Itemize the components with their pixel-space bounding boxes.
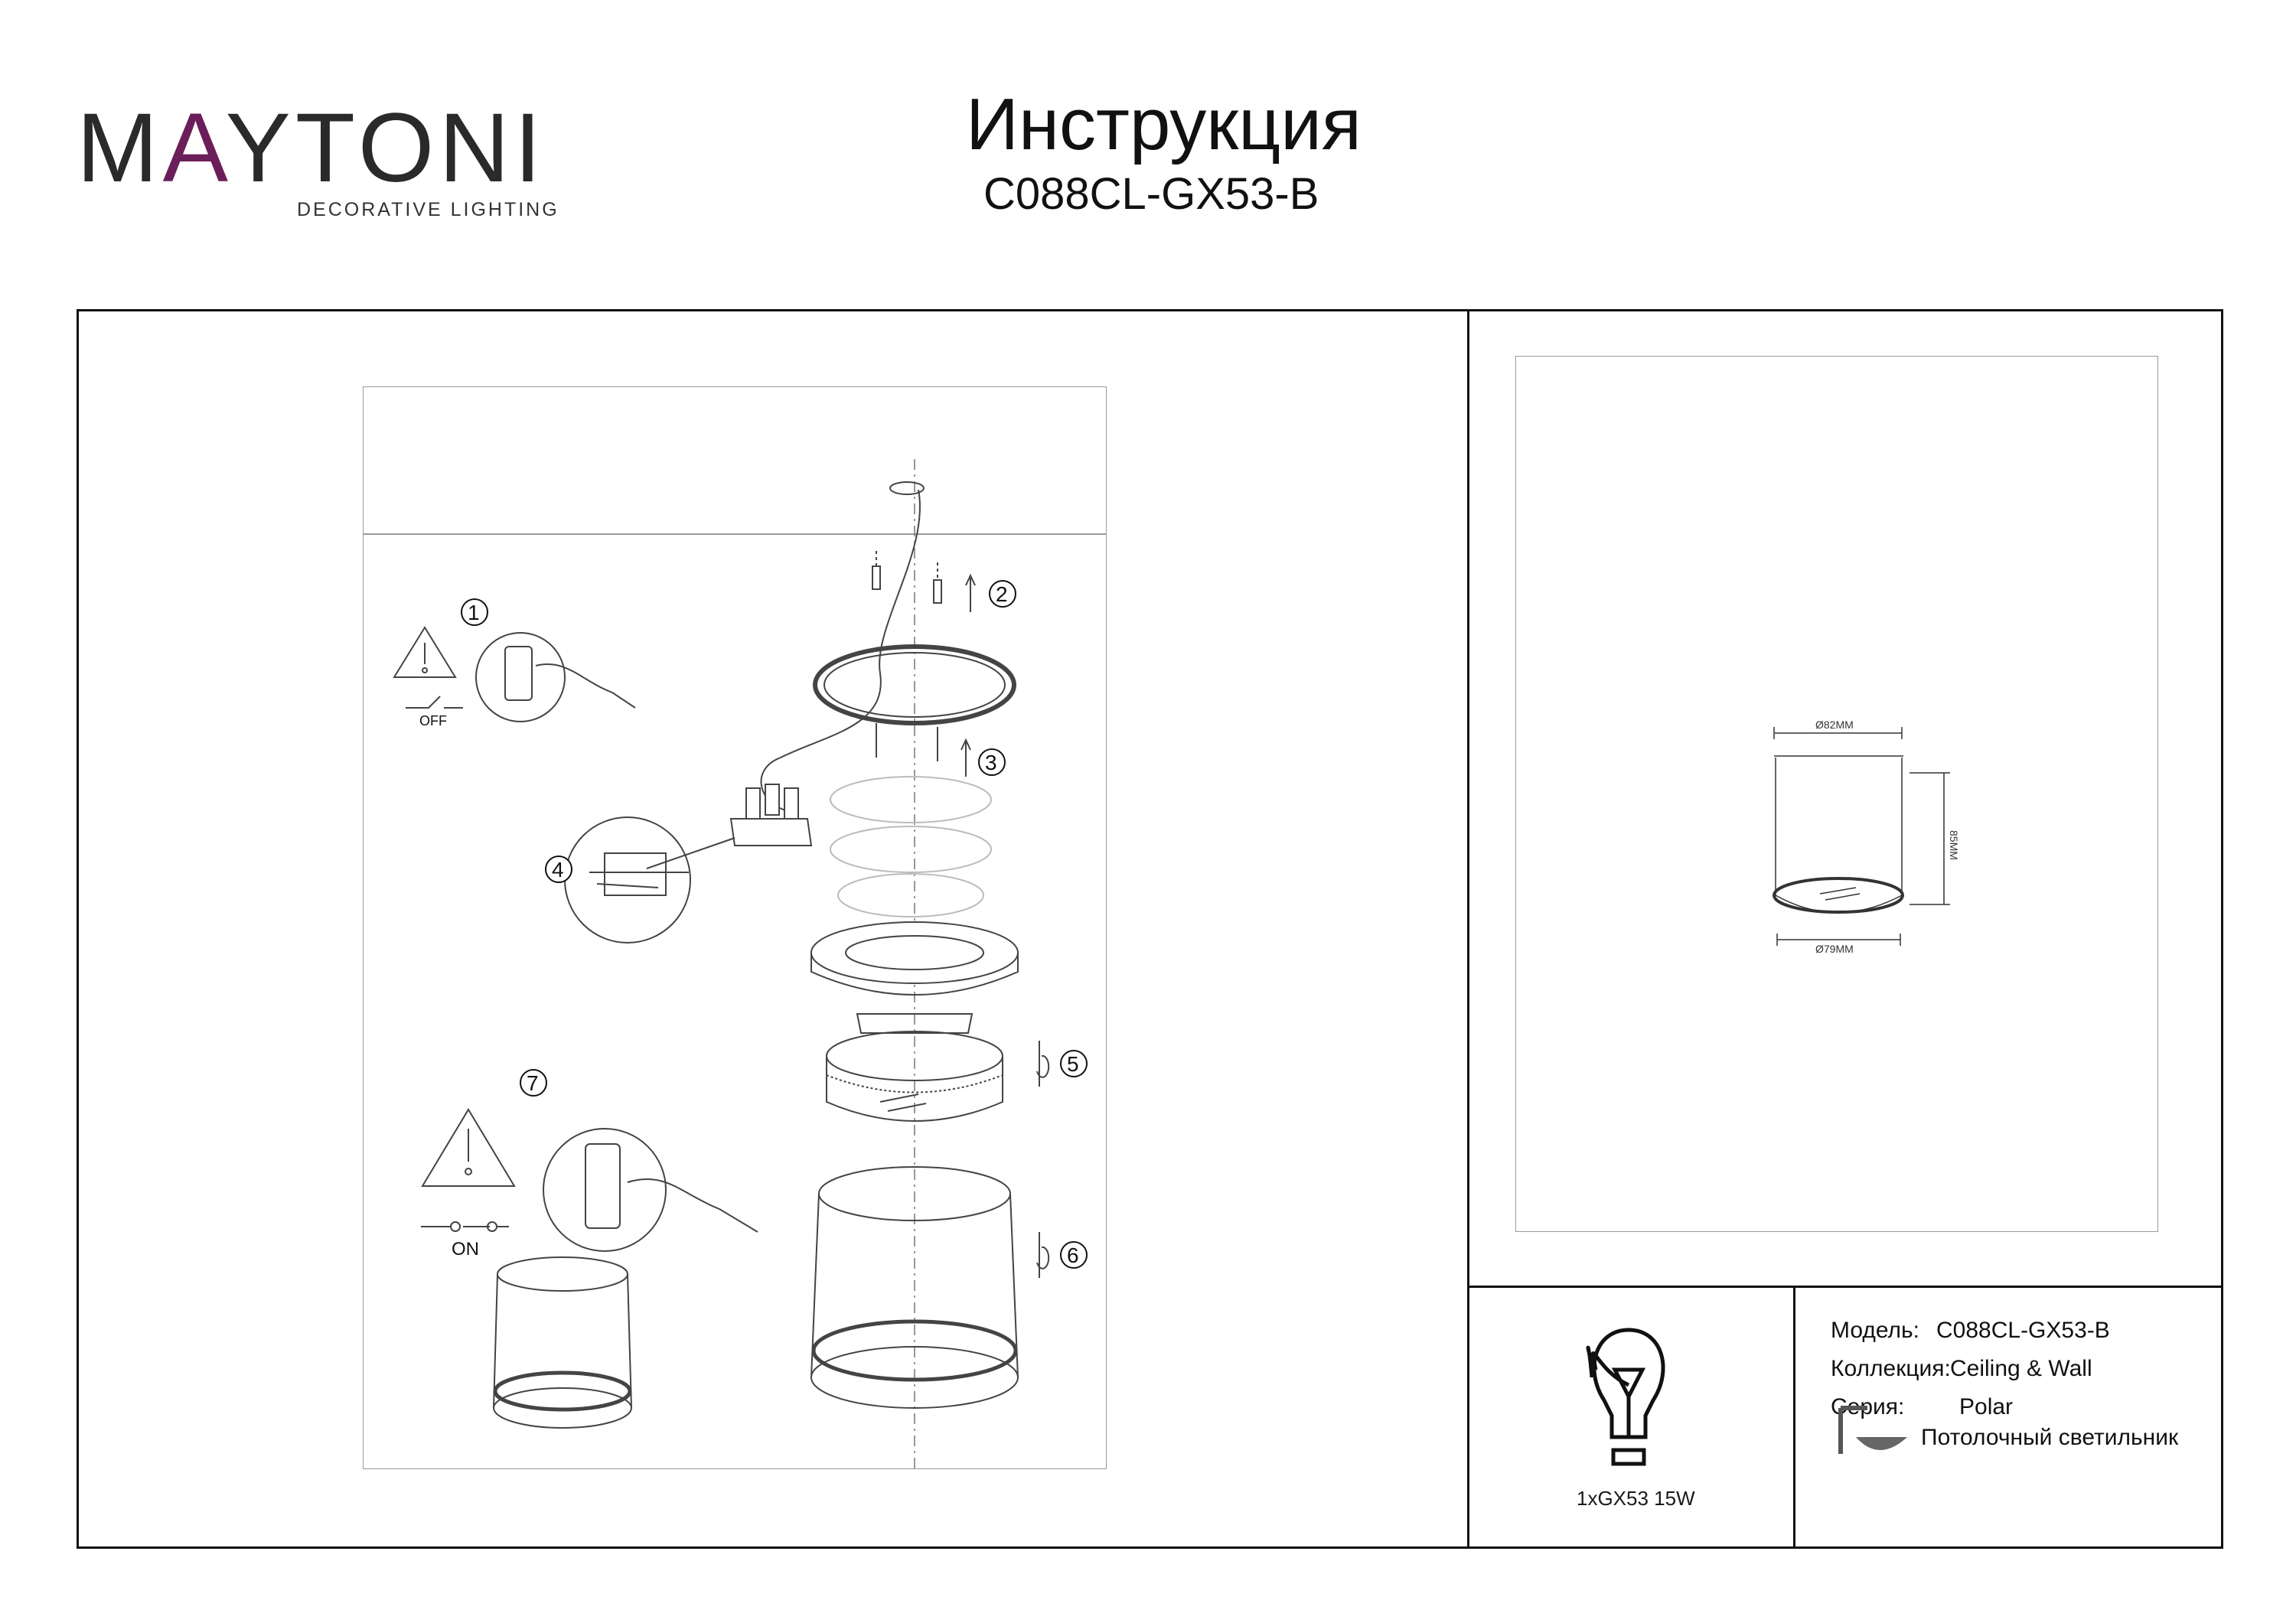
instruction-frame bbox=[77, 309, 2223, 1549]
spec-model-label: Модель: bbox=[1831, 1318, 1920, 1343]
step-number-2: 2 bbox=[996, 582, 1008, 606]
step-number-7: 7 bbox=[527, 1071, 539, 1095]
lamp-spec: 1xGX53 15W bbox=[1577, 1487, 1695, 1510]
step-number-3: 3 bbox=[985, 751, 997, 774]
dimension-panel bbox=[1515, 356, 2158, 1232]
spec-model-value: C088CL-GX53-B bbox=[1936, 1318, 2110, 1343]
step-number-6: 6 bbox=[1067, 1243, 1079, 1267]
page-title: Инструкция bbox=[966, 83, 1362, 165]
assembly-panel bbox=[363, 386, 1107, 1469]
product-type: Потолочный светильник bbox=[1921, 1425, 2179, 1450]
model-code: C088CL-GX53-B bbox=[983, 169, 1319, 219]
spec-series-value: Polar bbox=[1959, 1394, 2014, 1419]
step-number-1: 1 bbox=[468, 601, 480, 624]
frame-divider-vertical bbox=[1467, 309, 1469, 1549]
bottom-diameter-label: Ø79MM bbox=[1815, 943, 1854, 955]
step-number-4: 4 bbox=[552, 858, 564, 882]
switch-on-label: ON bbox=[452, 1239, 479, 1260]
step-number-5: 5 bbox=[1067, 1052, 1079, 1076]
ceiling-line bbox=[363, 533, 1107, 535]
spec-collection-value: Ceiling & Wall bbox=[1950, 1356, 2092, 1381]
switch-off-label: OFF bbox=[419, 713, 447, 728]
spec-collection-label: Коллекция: bbox=[1831, 1356, 1951, 1381]
height-label: 85MM bbox=[1948, 830, 1960, 860]
top-diameter-label: Ø82MM bbox=[1815, 719, 1854, 731]
brand-logo: MAYTONI bbox=[77, 93, 546, 203]
frame-divider-horizontal bbox=[1467, 1286, 2223, 1288]
brand-tagline: DECORATIVE LIGHTING bbox=[297, 199, 559, 220]
spec-divider bbox=[1793, 1286, 1795, 1549]
